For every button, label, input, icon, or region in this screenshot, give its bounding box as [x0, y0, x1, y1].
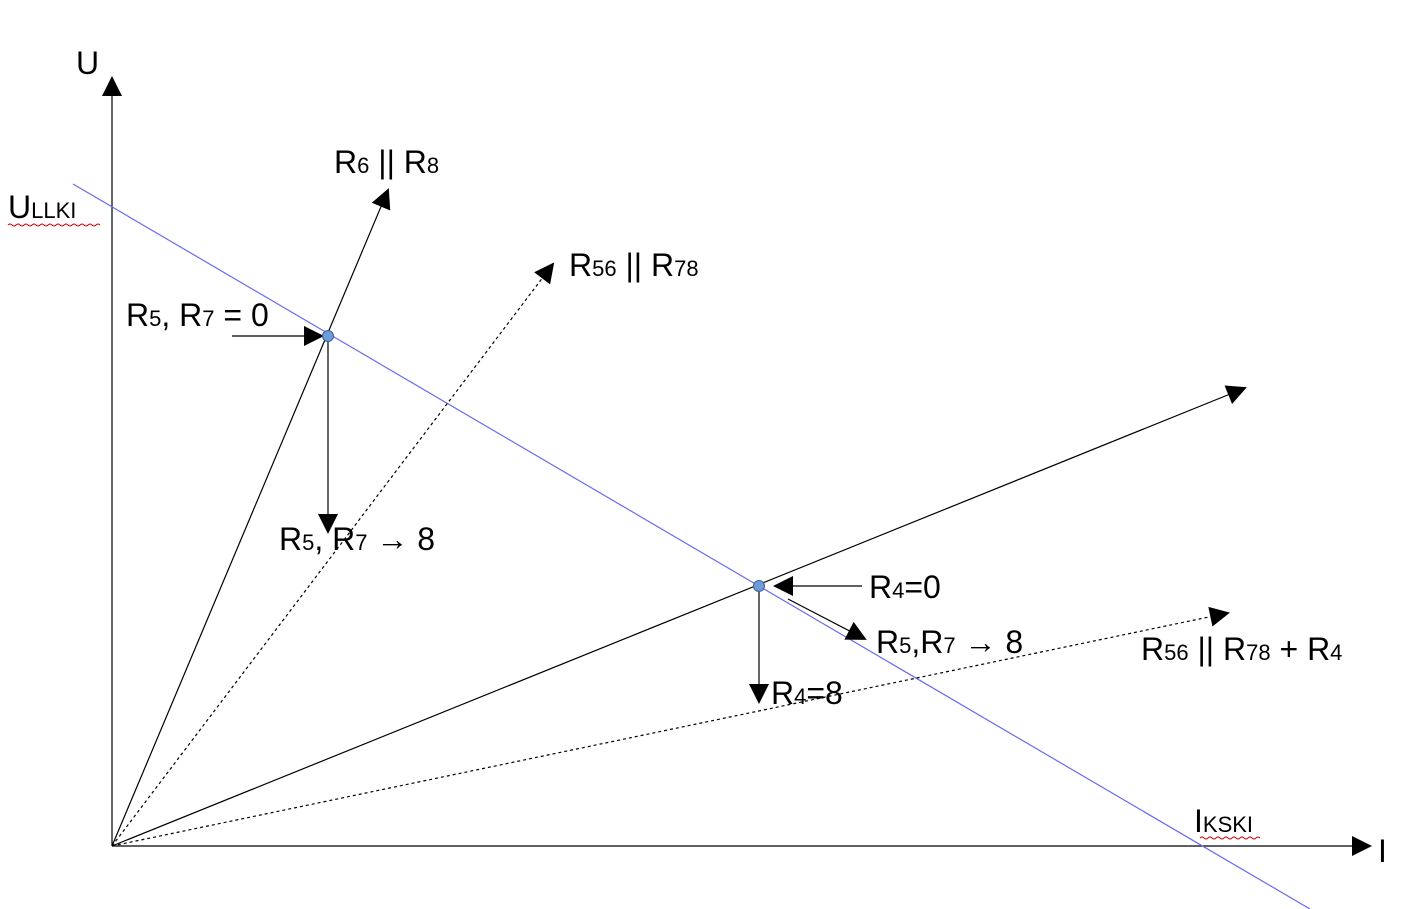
r56-r78-r4-dashed-line [111, 606, 1230, 847]
r56-r78-dashed-line [111, 262, 555, 847]
r56-r78-label: R56 || R78 [569, 247, 699, 283]
r6-r8-line [111, 188, 391, 847]
lower-solid-line [111, 385, 1247, 847]
r5-r7-inf-label-1: R5, R7 → 8 [279, 521, 435, 557]
x-axis-label: I [1378, 833, 1387, 869]
operating-point-lower [753, 580, 765, 592]
r5-r7-inf-label-2: R5,R7 → 8 [876, 624, 1023, 660]
r5-r7-inf-arrow-2 [787, 598, 867, 640]
r5-r7-zero-label: R5, R7 = 0 [126, 297, 269, 333]
r6-r8-label: R6 || R8 [334, 144, 439, 180]
r4-zero-label: R4=0 [869, 569, 941, 605]
i-kski-label: IKSKI [1194, 803, 1253, 839]
i-kski-squiggle [1199, 836, 1261, 840]
u-llki-squiggle [7, 223, 101, 227]
r4-inf-label: R4=8 [771, 675, 843, 711]
u-llki-label: ULLKI [8, 189, 76, 225]
r56-r78-r4-label: R56 || R78 + R4 [1141, 631, 1342, 667]
y-axis-label: U [76, 45, 99, 81]
load-line [72, 183, 1311, 909]
operating-point-upper [322, 330, 334, 342]
